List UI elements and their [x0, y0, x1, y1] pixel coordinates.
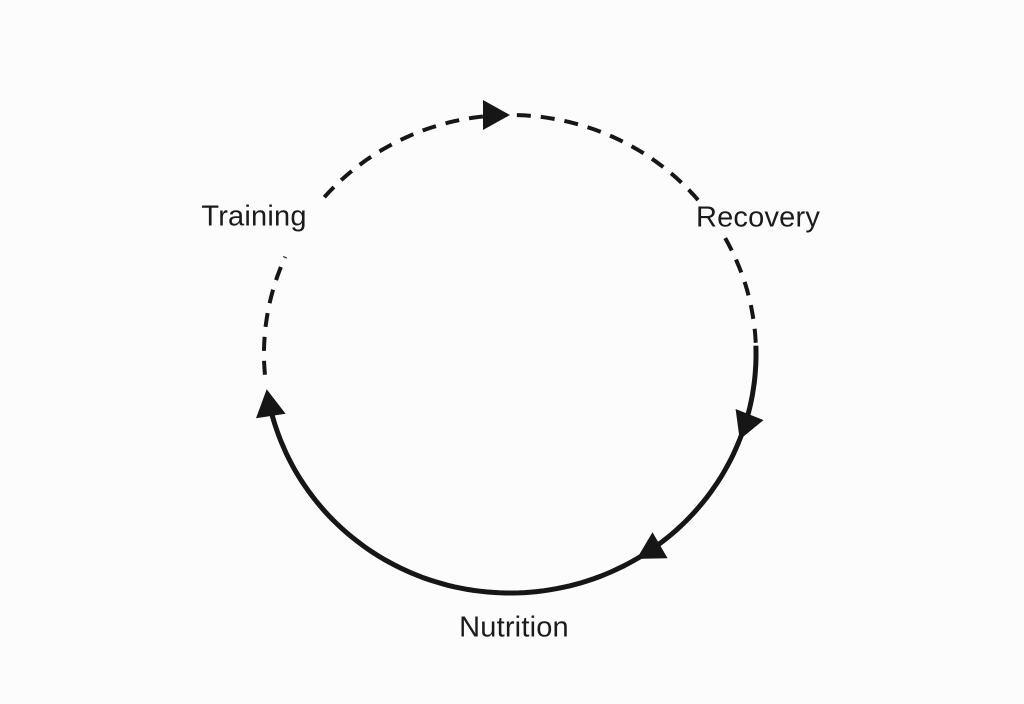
cycle-label-recovery: Recovery [695, 201, 821, 234]
arc-right-dashed [723, 237, 758, 346]
arrowhead-right-icon [735, 409, 764, 440]
arc-left-dashed [262, 255, 288, 375]
arc-bottom-solid [266, 345, 759, 596]
cycle-label-nutrition: Nutrition [459, 611, 569, 644]
arrowhead-bottom-right-icon [636, 532, 668, 559]
arrowhead-left-icon [256, 389, 286, 419]
cycle-label-training: Training [201, 200, 307, 233]
arc-top-dashed [322, 113, 703, 205]
arrowhead-top-icon [483, 100, 510, 130]
